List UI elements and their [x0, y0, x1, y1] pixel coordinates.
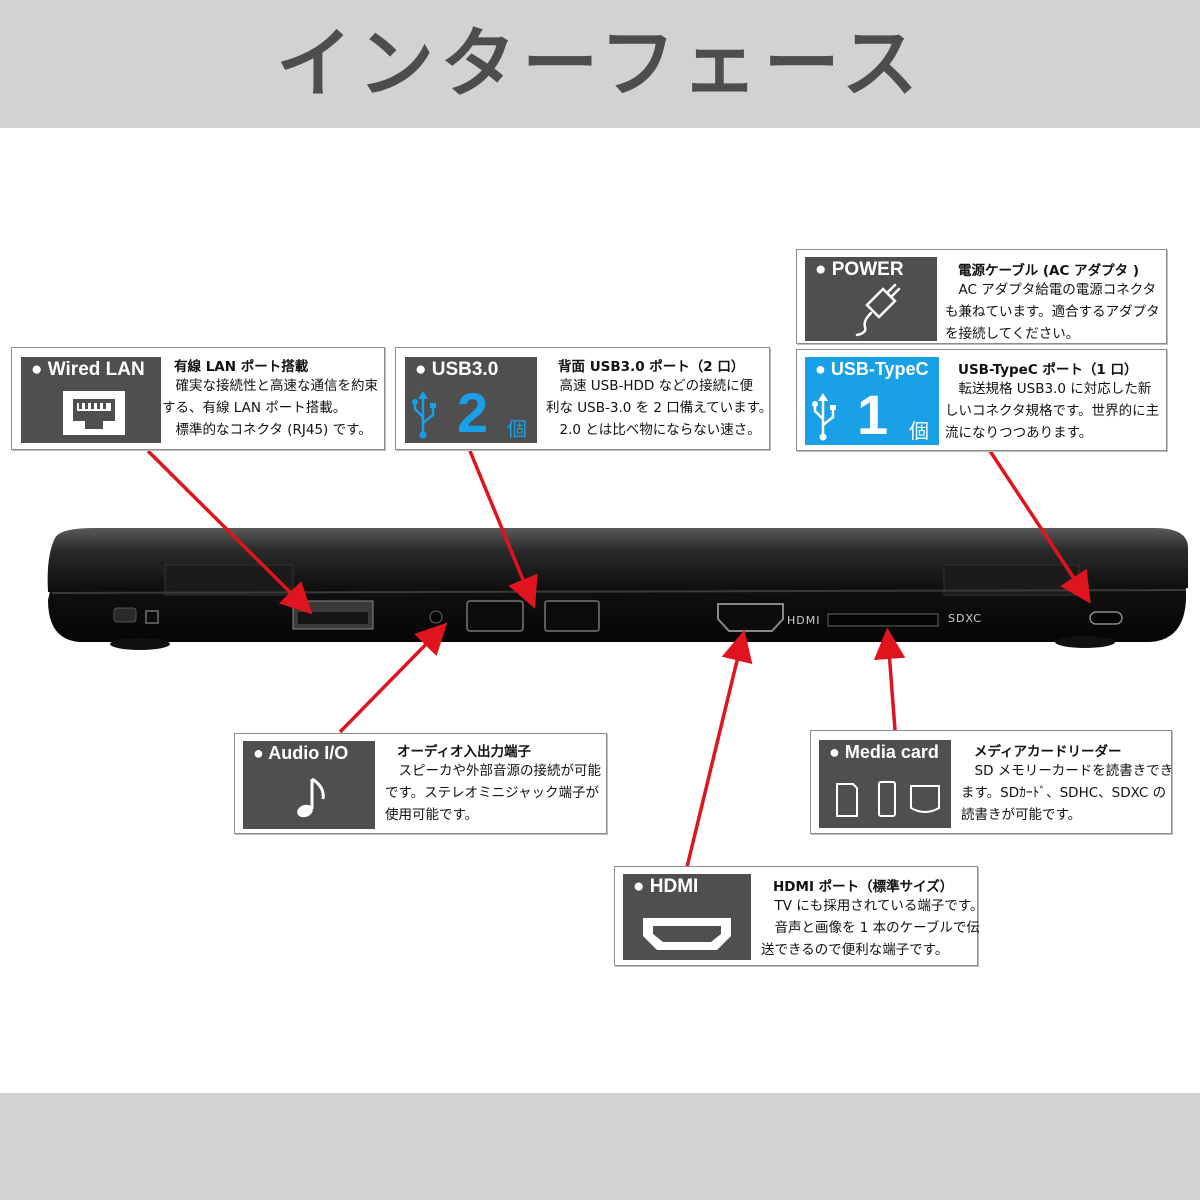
audio-badge: ● Audio I/O	[243, 741, 375, 829]
usb-typec-badge-label: ● USB-TypeC	[815, 359, 929, 379]
usb3-card: ● USB3.0 2 個 背面 USB3.0 ポート（2 口） 高速 USB-H…	[395, 347, 773, 450]
media-title: メディアカードリーダー	[974, 744, 1122, 760]
callout-arrows	[146, 449, 1091, 868]
usb-typec-description: 転送規格 USB3.0 に対応した新しいコネクタ規格です。世界的に主流になりつつ…	[945, 381, 1160, 441]
power-card: ● POWER 電源ケーブル (AC アダプタ ) AC アダプタ給電の電源コネ…	[796, 249, 1167, 344]
hdmi-card: ● HDMI HDMI ポート（標準サイズ） TV にも採用されている端子です。…	[614, 866, 984, 966]
power-badge: ● POWER	[805, 257, 937, 341]
hdmi-port-icon	[643, 918, 731, 950]
wired-lan-description: 確実な接続性と高速な通信を約束する、有線 LAN ポート搭載。 標準的なコネクタ…	[162, 378, 378, 438]
sd-card-icon	[836, 781, 940, 817]
media-card: ● Media card メディアカードリーダー SD メモリーカードを読書きで…	[810, 730, 1174, 834]
usb-typec-count-unit: 個	[909, 419, 929, 443]
media-badge: ● Media card	[819, 740, 951, 828]
hdmi-description: TV にも採用されている端子です。 音声と画像を 1 本のケーブルで伝送できるの…	[761, 898, 984, 958]
wired-lan-badge: ● Wired LAN	[21, 357, 161, 443]
hdmi-badge: ● HDMI	[623, 874, 751, 960]
hdmi-port-label: HDMI	[787, 614, 820, 627]
usb3-title: 背面 USB3.0 ポート（2 口）	[558, 359, 745, 375]
power-badge-label: ● POWER	[815, 259, 904, 280]
usb-icon	[412, 391, 436, 439]
usb3-count-unit: 個	[507, 417, 527, 441]
usb3-description: 高速 USB-HDD などの接続に便利な USB-3.0 を 2 口備えています…	[546, 378, 773, 438]
audio-badge-label: ● Audio I/O	[253, 743, 349, 763]
music-note-icon	[297, 777, 325, 818]
power-title: 電源ケーブル (AC アダプタ )	[958, 263, 1139, 279]
laptop-body	[47, 528, 1189, 650]
media-description: SD メモリーカードを読書きできます。SDｶｰﾄﾞ、SDHC、SDXC の読書き…	[961, 763, 1174, 823]
usb-icon	[812, 393, 836, 441]
laptop-rear-photo: HDMI SDXC	[47, 449, 1189, 868]
ethernet-port-icon	[63, 391, 125, 435]
audio-card: ● Audio I/O オーディオ入出力端子 スピーカや外部音源の接続が可能です…	[234, 733, 607, 834]
audio-description: スピーカや外部音源の接続が可能です。ステレオミニジャック端子が使用可能です。	[385, 763, 601, 823]
usb3-count: 2	[457, 381, 489, 444]
power-plug-icon	[855, 283, 901, 337]
power-description: AC アダプタ給電の電源コネクタも兼ねています。適合するアダプタを接続してくださ…	[945, 282, 1160, 342]
hdmi-badge-label: ● HDMI	[633, 876, 699, 897]
page-title: インターフェース	[276, 19, 924, 108]
usb-typec-card: ● USB-TypeC 1 個 USB-TypeC ポート（1 口） 転送規格 …	[796, 349, 1167, 451]
usb3-badge-label: ● USB3.0	[415, 359, 499, 380]
usb3-badge: ● USB3.0 2 個	[405, 357, 537, 443]
media-badge-label: ● Media card	[829, 742, 939, 762]
sdxc-port-label: SDXC	[948, 612, 982, 625]
footer-band	[0, 1093, 1200, 1200]
usb-typec-badge: ● USB-TypeC 1 個	[805, 357, 939, 445]
usb-typec-count: 1	[857, 383, 889, 446]
hdmi-title: HDMI ポート（標準サイズ）	[773, 879, 954, 895]
wired-lan-badge-label: ● Wired LAN	[31, 359, 145, 380]
header-band	[0, 0, 1200, 128]
audio-title: オーディオ入出力端子	[397, 744, 532, 760]
wired-lan-card: ● Wired LAN 有線 LAN ポート搭載 確実な接続性と高速な通信を約束…	[11, 347, 385, 450]
usb-typec-title: USB-TypeC ポート（1 口）	[958, 362, 1138, 378]
wired-lan-title: 有線 LAN ポート搭載	[174, 359, 309, 375]
